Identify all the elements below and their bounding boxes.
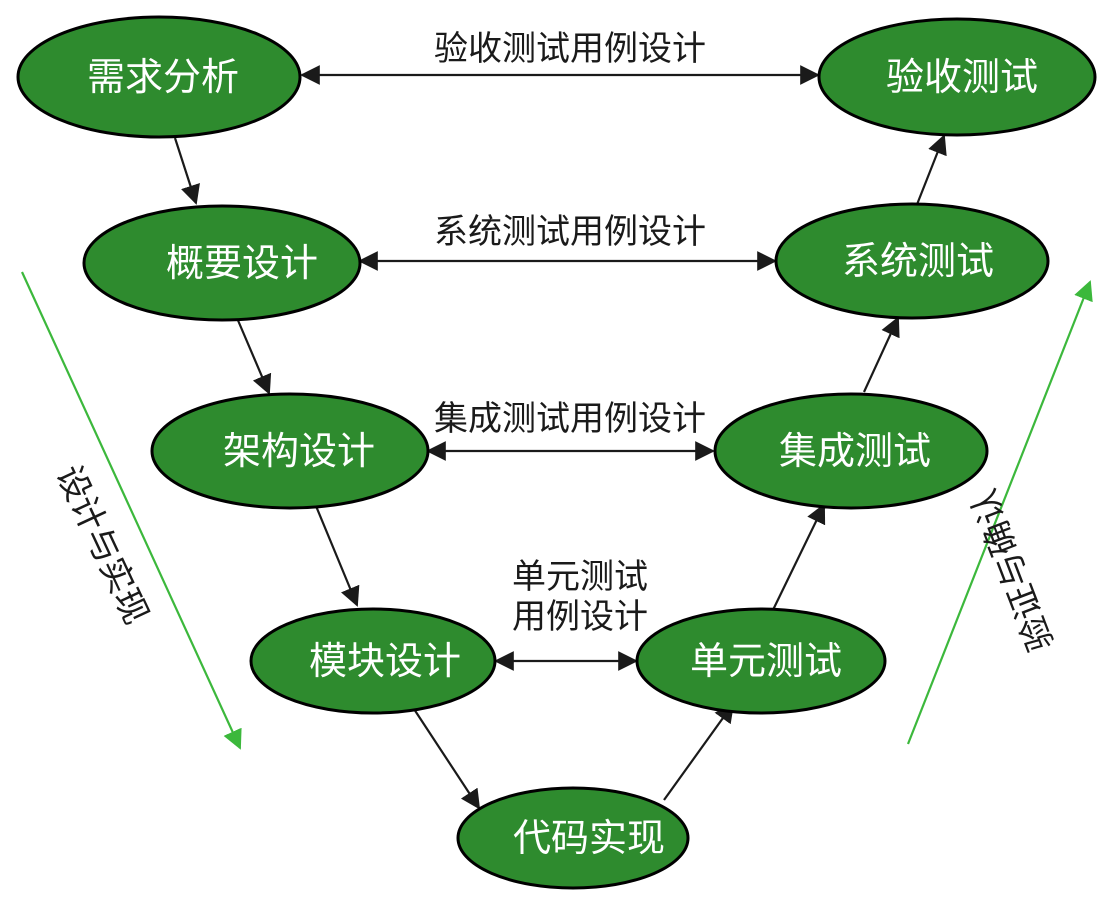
node-coding-label: 代码实现	[513, 816, 665, 860]
node-unit-test-label: 单元测试	[690, 639, 842, 683]
node-module-design: 模块设计	[249, 607, 497, 715]
arrow-system-to-acceptance	[914, 134, 947, 208]
label-acceptance-test-case-design: 验收测试用例设计	[434, 29, 706, 69]
node-module-design-label: 模块设计	[309, 639, 461, 683]
label-verification-and-validation: 验证与确认	[964, 483, 1062, 656]
node-outline-design-label: 概要设计	[166, 241, 318, 285]
arrow-integration-to-system	[863, 316, 900, 393]
node-integration-test: 集成测试	[713, 392, 989, 510]
label-unit-test-case-design-line1: 单元测试	[512, 557, 648, 597]
verification-direction-arrow	[906, 280, 1093, 745]
node-integration-test-label: 集成测试	[779, 429, 931, 473]
arrow-unit-to-integration	[771, 503, 826, 613]
node-architecture-design-label: 架构设计	[223, 429, 375, 473]
arrow-coding-to-unit	[663, 702, 735, 801]
node-architecture-design: 架构设计	[150, 392, 430, 510]
design-direction-arrow	[20, 271, 242, 750]
node-system-test: 系统测试	[774, 202, 1050, 320]
node-outline-design: 概要设计	[82, 204, 362, 322]
node-acceptance-test: 验收测试	[817, 17, 1097, 137]
label-design-and-implementation: 设计与实现	[48, 460, 156, 631]
node-unit-test: 单元测试	[635, 607, 887, 715]
arrow-architecture-to-module	[314, 505, 360, 607]
label-system-test-case-design: 系统测试用例设计	[434, 212, 706, 252]
arrow-requirements-to-outline	[173, 137, 200, 205]
node-acceptance-test-label: 验收测试	[886, 55, 1038, 99]
node-requirements: 需求分析	[16, 15, 302, 139]
arrow-module-to-coding	[411, 705, 481, 810]
label-integration-test-case-design: 集成测试用例设计	[434, 399, 706, 439]
node-requirements-label: 需求分析	[87, 55, 239, 99]
node-coding: 代码实现	[456, 786, 690, 890]
label-unit-test-case-design-line2: 用例设计	[512, 597, 648, 637]
arrow-outline-to-architecture	[235, 317, 272, 395]
node-system-test-label: 系统测试	[842, 239, 994, 283]
